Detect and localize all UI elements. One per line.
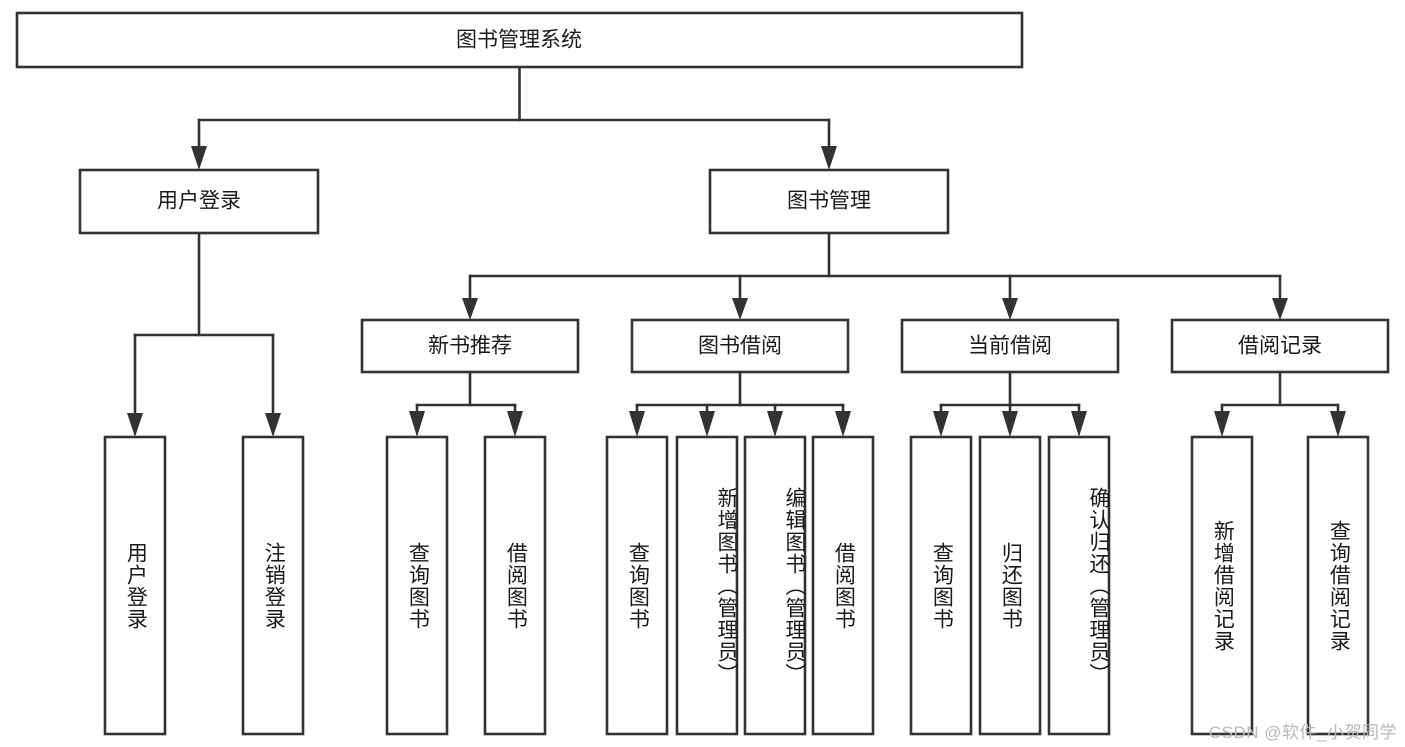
node-borrow-record-box[interactable] [1170, 318, 1390, 374]
node-borrow-record-label: 借阅记录 [1238, 335, 1322, 358]
arrow-l3b-leaf4 [835, 411, 851, 437]
arrow-l3a-leaf2 [507, 411, 523, 437]
node-new-book-rec-box[interactable] [360, 318, 580, 374]
arrow-root-to-user [191, 146, 207, 170]
node-leaf-return-book-box[interactable] [978, 435, 1042, 736]
arrow-root-to-book [821, 146, 837, 170]
node-leaf-query-record-box[interactable] [1306, 435, 1370, 736]
csdn-watermark: CSDN @软件_小贺同学 [1208, 723, 1397, 742]
node-leaf-user-login-box[interactable] [103, 435, 167, 736]
node-book-borrow-box[interactable] [630, 318, 850, 374]
arrow-l3b-leaf3 [767, 411, 783, 437]
arrow-l3b-leaf1 [629, 411, 645, 437]
node-current-borrow-label: 当前借阅 [968, 335, 1052, 358]
node-leaf-add-record-box[interactable] [1190, 435, 1254, 736]
connector-layer [127, 65, 1346, 437]
node-leaf-borrow-book-a-box[interactable] [483, 435, 547, 736]
node-leaf-logout-box[interactable] [241, 435, 305, 736]
node-leaf-query-book-b-box[interactable] [605, 435, 669, 736]
arrow-l3c-leaf3 [1071, 411, 1087, 437]
node-book-manage-box[interactable] [708, 168, 950, 235]
node-book-borrow-label: 图书借阅 [698, 335, 782, 358]
node-user-login-box[interactable] [78, 168, 320, 235]
node-leaf-confirm-return-box[interactable] [1047, 435, 1111, 736]
node-root-label: 图书管理系统 [456, 29, 582, 52]
node-leaf-add-book-box[interactable] [675, 435, 739, 736]
arrow-l3d-leaf1 [1214, 411, 1230, 437]
node-book-manage-label: 图书管理 [787, 190, 871, 213]
arrow-book-to-l3d [1272, 298, 1288, 320]
arrow-book-to-l3c [1002, 298, 1018, 320]
arrow-l3b-leaf2 [699, 411, 715, 437]
arrow-user-leaf1 [127, 413, 143, 437]
node-leaf-edit-book-box[interactable] [743, 435, 807, 736]
arrow-l3d-leaf2 [1330, 411, 1346, 437]
node-new-book-rec-label: 新书推荐 [428, 335, 512, 358]
node-leaf-borrow-book-b-box[interactable] [811, 435, 875, 736]
arrow-l3c-leaf2 [1002, 411, 1018, 437]
node-root-box[interactable] [15, 11, 1024, 69]
arrow-book-to-l3b [732, 298, 748, 320]
node-leaf-query-book-c-box[interactable] [909, 435, 973, 736]
node-layer: 图书管理系统 用户登录 图书管理 新书推荐 图书借阅 当前借阅 借阅记录 [15, 11, 1390, 736]
arrow-book-to-l3a [462, 298, 478, 320]
arrow-l3a-leaf1 [409, 411, 425, 437]
node-user-login-label: 用户登录 [157, 190, 241, 213]
arrow-l3c-leaf1 [933, 411, 949, 437]
node-leaf-query-book-a-box[interactable] [385, 435, 449, 736]
arrow-user-leaf2 [265, 413, 281, 437]
node-current-borrow-box[interactable] [900, 318, 1120, 374]
